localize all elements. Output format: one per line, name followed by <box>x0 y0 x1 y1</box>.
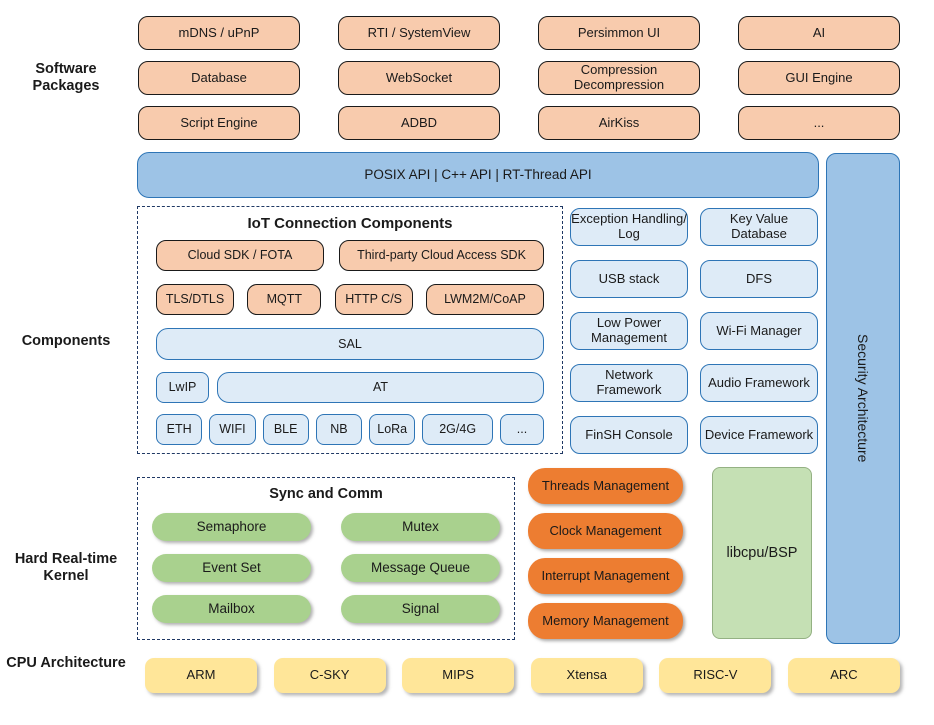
package-box: GUI Engine <box>738 61 900 95</box>
iot-title: IoT Connection Components <box>247 215 453 232</box>
sync-and-comm-box: Sync and Comm Semaphore Mutex Event Set … <box>137 477 515 640</box>
at-row: LwIP AT <box>156 372 544 403</box>
component-box: USB stack <box>570 260 688 298</box>
cpu-box: MIPS <box>402 658 515 693</box>
protocol-box: TLS/DTLS <box>156 284 234 315</box>
sync-grid: Semaphore Mutex Event Set Message Queue … <box>152 513 500 623</box>
link-box: WIFI <box>209 414 256 445</box>
component-box: Low Power Management <box>570 312 688 350</box>
sync-box: Semaphore <box>152 513 311 541</box>
management-box: Clock Management <box>528 513 683 549</box>
components-grid: Exception Handling/ Log Key Value Databa… <box>570 208 818 454</box>
software-packages-label: Software Packages <box>32 61 100 95</box>
component-box: DFS <box>700 260 818 298</box>
sync-box: Mutex <box>341 513 500 541</box>
api-bar: POSIX API | C++ API | RT-Thread API <box>137 152 819 198</box>
link-box: ETH <box>156 414 203 445</box>
management-box: Memory Management <box>528 603 683 639</box>
link-box: ... <box>499 414 544 445</box>
component-box: Key Value Database <box>700 208 818 246</box>
package-box: AirKiss <box>538 106 700 140</box>
cpu-box: ARM <box>145 658 257 693</box>
iot-protocol-row: TLS/DTLS MQTT HTTP C/S LWM2M/CoAP <box>156 284 544 315</box>
sync-box: Mailbox <box>152 595 311 623</box>
cpu-box: Xtensa <box>530 658 643 693</box>
sync-and-comm-title: Sync and Comm <box>269 486 383 502</box>
kernel-label: Hard Real-time Kernel <box>14 551 118 585</box>
cpu-architecture-label: CPU Architecture <box>6 655 126 671</box>
link-box: BLE <box>262 414 309 445</box>
component-box: FinSH Console <box>570 416 688 454</box>
sal-box: SAL <box>156 328 544 360</box>
cpu-box: C-SKY <box>273 658 386 693</box>
package-box: RTI / SystemView <box>338 16 500 50</box>
protocol-box: MQTT <box>247 284 322 315</box>
package-box: Compression Decompression <box>538 61 700 95</box>
kernel-management-column: Threads Management Clock Management Inte… <box>528 468 683 639</box>
link-box: 2G/4G <box>422 414 493 445</box>
package-box: Database <box>138 61 300 95</box>
component-box: Wi-Fi Manager <box>700 312 818 350</box>
package-box: WebSocket <box>338 61 500 95</box>
software-packages-grid: mDNS / uPnP RTI / SystemView Persimmon U… <box>138 16 900 140</box>
at-box: AT <box>217 372 544 403</box>
link-layer-row: ETH WIFI BLE NB LoRa 2G/4G ... <box>156 414 544 445</box>
lwip-box: LwIP <box>156 372 209 403</box>
security-architecture-bar: Security Architecture <box>826 153 900 644</box>
component-box: Device Framework <box>700 416 818 454</box>
package-box: AI <box>738 16 900 50</box>
protocol-box: LWM2M/CoAP <box>425 284 544 315</box>
iot-connection-components-box: IoT Connection Components Cloud SDK / FO… <box>137 206 563 454</box>
iot-sdk-box: Cloud SDK / FOTA <box>156 240 324 271</box>
package-box: ... <box>738 106 900 140</box>
component-box: Network Framework <box>570 364 688 402</box>
package-box: ADBD <box>338 106 500 140</box>
sync-box: Message Queue <box>341 554 500 582</box>
iot-sdk-row: Cloud SDK / FOTA Third-party Cloud Acces… <box>156 240 544 271</box>
package-box: mDNS / uPnP <box>138 16 300 50</box>
cpu-box: ARC <box>787 658 900 693</box>
link-box: NB <box>315 414 363 445</box>
package-box: Persimmon UI <box>538 16 700 50</box>
cpu-architecture-row: ARM C-SKY MIPS Xtensa RISC-V ARC <box>145 658 900 693</box>
components-label: Components <box>21 333 111 349</box>
component-box: Audio Framework <box>700 364 818 402</box>
component-box: Exception Handling/ Log <box>570 208 688 246</box>
sync-box: Signal <box>341 595 500 623</box>
management-box: Interrupt Management <box>528 558 683 594</box>
cpu-box: RISC-V <box>659 658 772 693</box>
package-box: Script Engine <box>138 106 300 140</box>
sync-box: Event Set <box>152 554 311 582</box>
libcpu-bsp-box: libcpu/BSP <box>712 467 812 639</box>
iot-sdk-box: Third-party Cloud Access SDK <box>339 240 544 271</box>
protocol-box: HTTP C/S <box>334 284 413 315</box>
security-architecture-text: Security Architecture <box>855 334 872 463</box>
link-box: LoRa <box>369 414 416 445</box>
management-box: Threads Management <box>528 468 683 504</box>
